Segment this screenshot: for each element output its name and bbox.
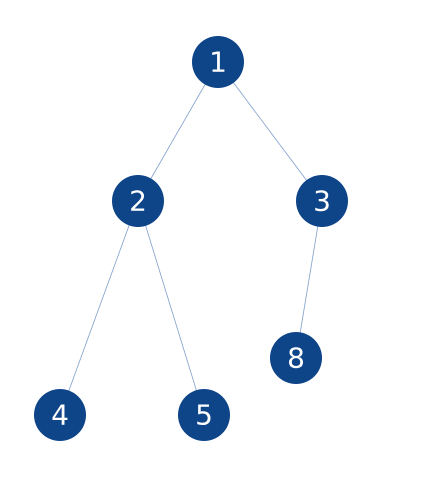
node-label-5: 5 [195,399,213,432]
edges-layer [59,61,323,416]
tree-node-2: 2 [112,175,164,227]
edge-2-5 [137,200,205,416]
tree-node-5: 5 [178,389,230,441]
edge-1-2 [137,61,219,202]
node-circle-5 [178,389,230,441]
nodes-layer: 1 2 3 4 5 8 [34,36,348,441]
node-circle-3 [296,175,348,227]
node-circle-1 [192,36,244,88]
node-label-3: 3 [313,185,331,218]
tree-node-3: 3 [296,175,348,227]
tree-node-4: 4 [34,389,86,441]
edge-3-8 [295,200,323,359]
node-label-4: 4 [51,399,69,432]
node-circle-8 [270,332,322,384]
edge-2-4 [59,200,139,416]
tree-node-8: 8 [270,332,322,384]
node-label-2: 2 [129,185,147,218]
node-circle-4 [34,389,86,441]
node-label-1: 1 [209,46,227,79]
edge-1-3 [217,61,323,202]
node-label-8: 8 [287,342,305,375]
node-circle-2 [112,175,164,227]
tree-node-1: 1 [192,36,244,88]
